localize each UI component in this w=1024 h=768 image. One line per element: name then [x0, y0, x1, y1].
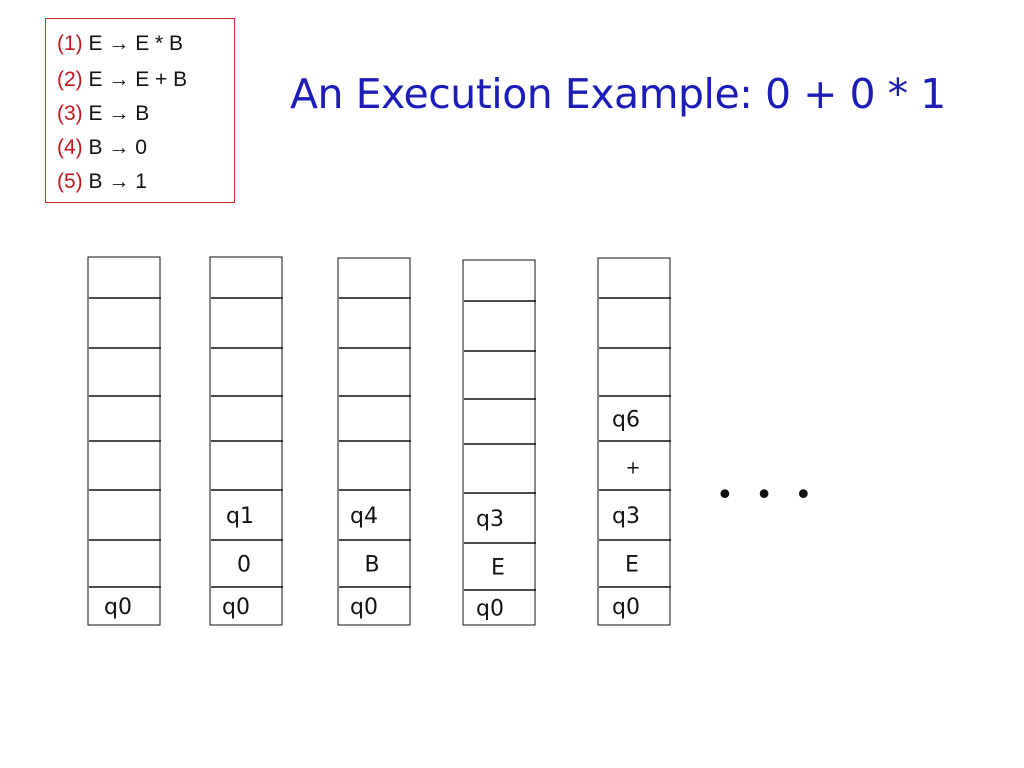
stack-cell-label: q1: [226, 504, 254, 529]
rule-text: E → B: [88, 102, 150, 125]
stack-cell-label: q0: [612, 595, 640, 620]
ellipsis: • • •: [716, 478, 819, 513]
stack-cell-label: q0: [222, 595, 250, 620]
rule-text: E → E * B: [88, 32, 184, 55]
stack-cell-label: E: [625, 553, 639, 578]
rule-text: E → E + B: [88, 68, 188, 91]
grammar-rule-2: (2) E → E + B: [57, 68, 187, 92]
rule-number: (4): [57, 136, 83, 159]
rule-text: B → 0: [88, 136, 147, 159]
stack-cell-label: q3: [476, 507, 504, 532]
stack-cell-label: q6: [612, 408, 640, 433]
stack-cell-label: q0: [476, 597, 504, 622]
rule-text: B → 1: [88, 170, 147, 193]
stack-cell-label: 0: [237, 553, 251, 578]
rule-number: (1): [57, 32, 83, 55]
stack-2: q1 0 q0: [209, 256, 283, 626]
stack-cell-label: q3: [612, 504, 640, 529]
stack-cell-label: +: [625, 458, 640, 479]
stack-cell-label: E: [491, 556, 505, 581]
stack-cell-label: q0: [104, 595, 132, 620]
stack-cell-label: B: [364, 553, 379, 578]
stack-frame: [462, 259, 536, 626]
stack-1: q0: [87, 256, 161, 626]
rule-number: (2): [57, 68, 83, 91]
slide-title: An Execution Example: 0 + 0 * 1: [290, 70, 946, 118]
grammar-rule-5: (5) B → 1: [57, 170, 147, 194]
stack-cell-label: q4: [350, 504, 378, 529]
grammar-rule-1: (1) E → E * B: [57, 32, 183, 56]
grammar-rules-box: (1) E → E * B (2) E → E + B (3) E → B (4…: [45, 18, 235, 203]
grammar-rule-3: (3) E → B: [57, 102, 149, 126]
rule-number: (5): [57, 170, 83, 193]
rule-number: (3): [57, 102, 83, 125]
stack-cell-label: q0: [350, 595, 378, 620]
grammar-rule-4: (4) B → 0: [57, 136, 147, 160]
